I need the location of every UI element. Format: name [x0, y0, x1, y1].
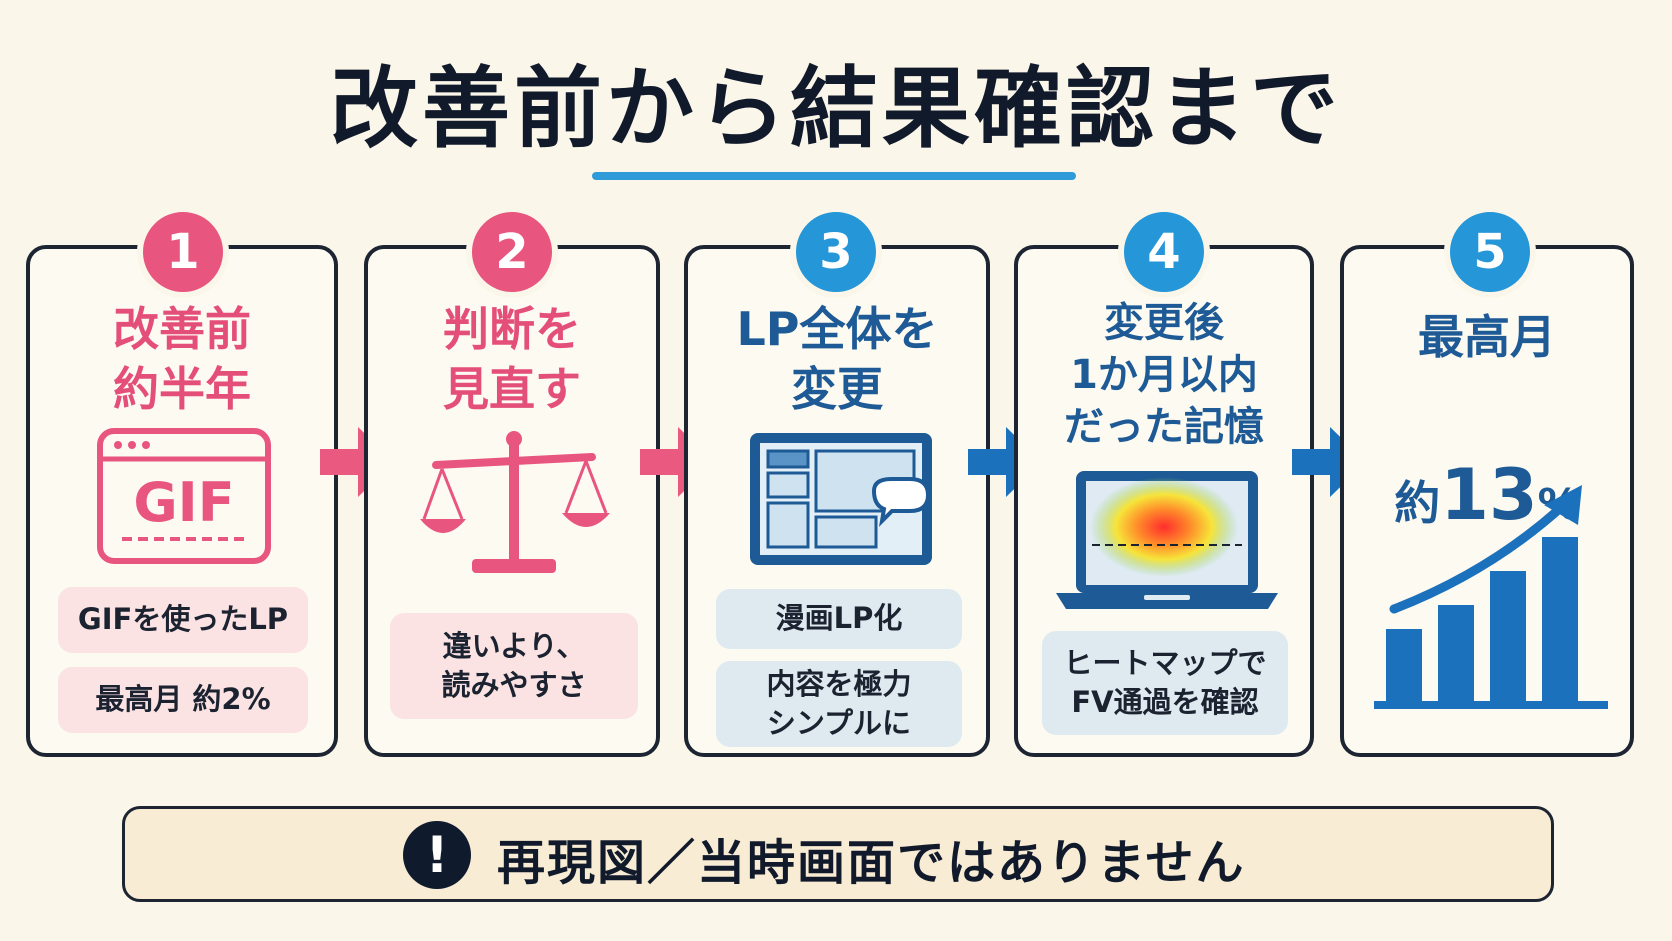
heatmap-laptop-icon [1056, 471, 1278, 609]
step-3-note-2: 内容を極力 シンプルに [716, 661, 962, 747]
balance-scale-icon [420, 431, 610, 573]
step-1-heading: 改善前 約半年 [113, 302, 251, 416]
step-card-1: 改善前 約半年 GIF GIFを使ったLP 最高月 約2% [26, 245, 338, 757]
step-5-result-prefix: 約 [1394, 476, 1441, 530]
disclaimer-banner: ! 再現図／当時画面ではありません [122, 806, 1554, 902]
step-badge-4: 4 [1118, 206, 1210, 298]
page-title: 改善前から結果確認まで [329, 57, 1342, 160]
step-4-note-1: ヒートマップで FV通過を確認 [1042, 631, 1288, 735]
step-4-heading: 変更後 1か月以内 だった記憶 [1064, 300, 1264, 450]
step-card-3: LP全体を 変更 漫画LP化 内容を極力 シンプルに [684, 245, 990, 757]
step-2-note-1: 違いより、 読みやすさ [390, 613, 638, 719]
step-5-heading: 最高月 [1418, 310, 1556, 364]
step-3-note-1: 漫画LP化 [716, 589, 962, 649]
gif-icon-label: GIF [133, 471, 235, 534]
browser-gif-icon [97, 428, 271, 564]
step-2-heading: 判断を 見直す [443, 302, 581, 416]
step-badge-3: 3 [790, 206, 882, 298]
growth-bar-icon [1374, 485, 1608, 709]
step-card-4: 変更後 1か月以内 だった記憶 ヒートマップで FV通過を確認 [1014, 245, 1314, 757]
step-5-result-value: 13 [1440, 454, 1538, 536]
step-card-2: 判断を 見直す 違いより、 読みやすさ [364, 245, 660, 757]
step-1-note-1: GIFを使ったLP [58, 587, 308, 653]
step-badge-2: 2 [466, 206, 558, 298]
step-1-note-2: 最高月 約2% [58, 667, 308, 733]
step-badge-5: 5 [1444, 206, 1536, 298]
manga-layout-icon [750, 433, 932, 565]
step-card-5: 最高月 約13% [1340, 245, 1634, 757]
title-underline [592, 172, 1076, 180]
exclamation-icon: ! [403, 821, 471, 889]
disclaimer-text: 再現図／当時画面ではありません [497, 835, 1246, 891]
step-3-heading: LP全体を 変更 [736, 302, 938, 416]
step-badge-1: 1 [137, 206, 229, 298]
